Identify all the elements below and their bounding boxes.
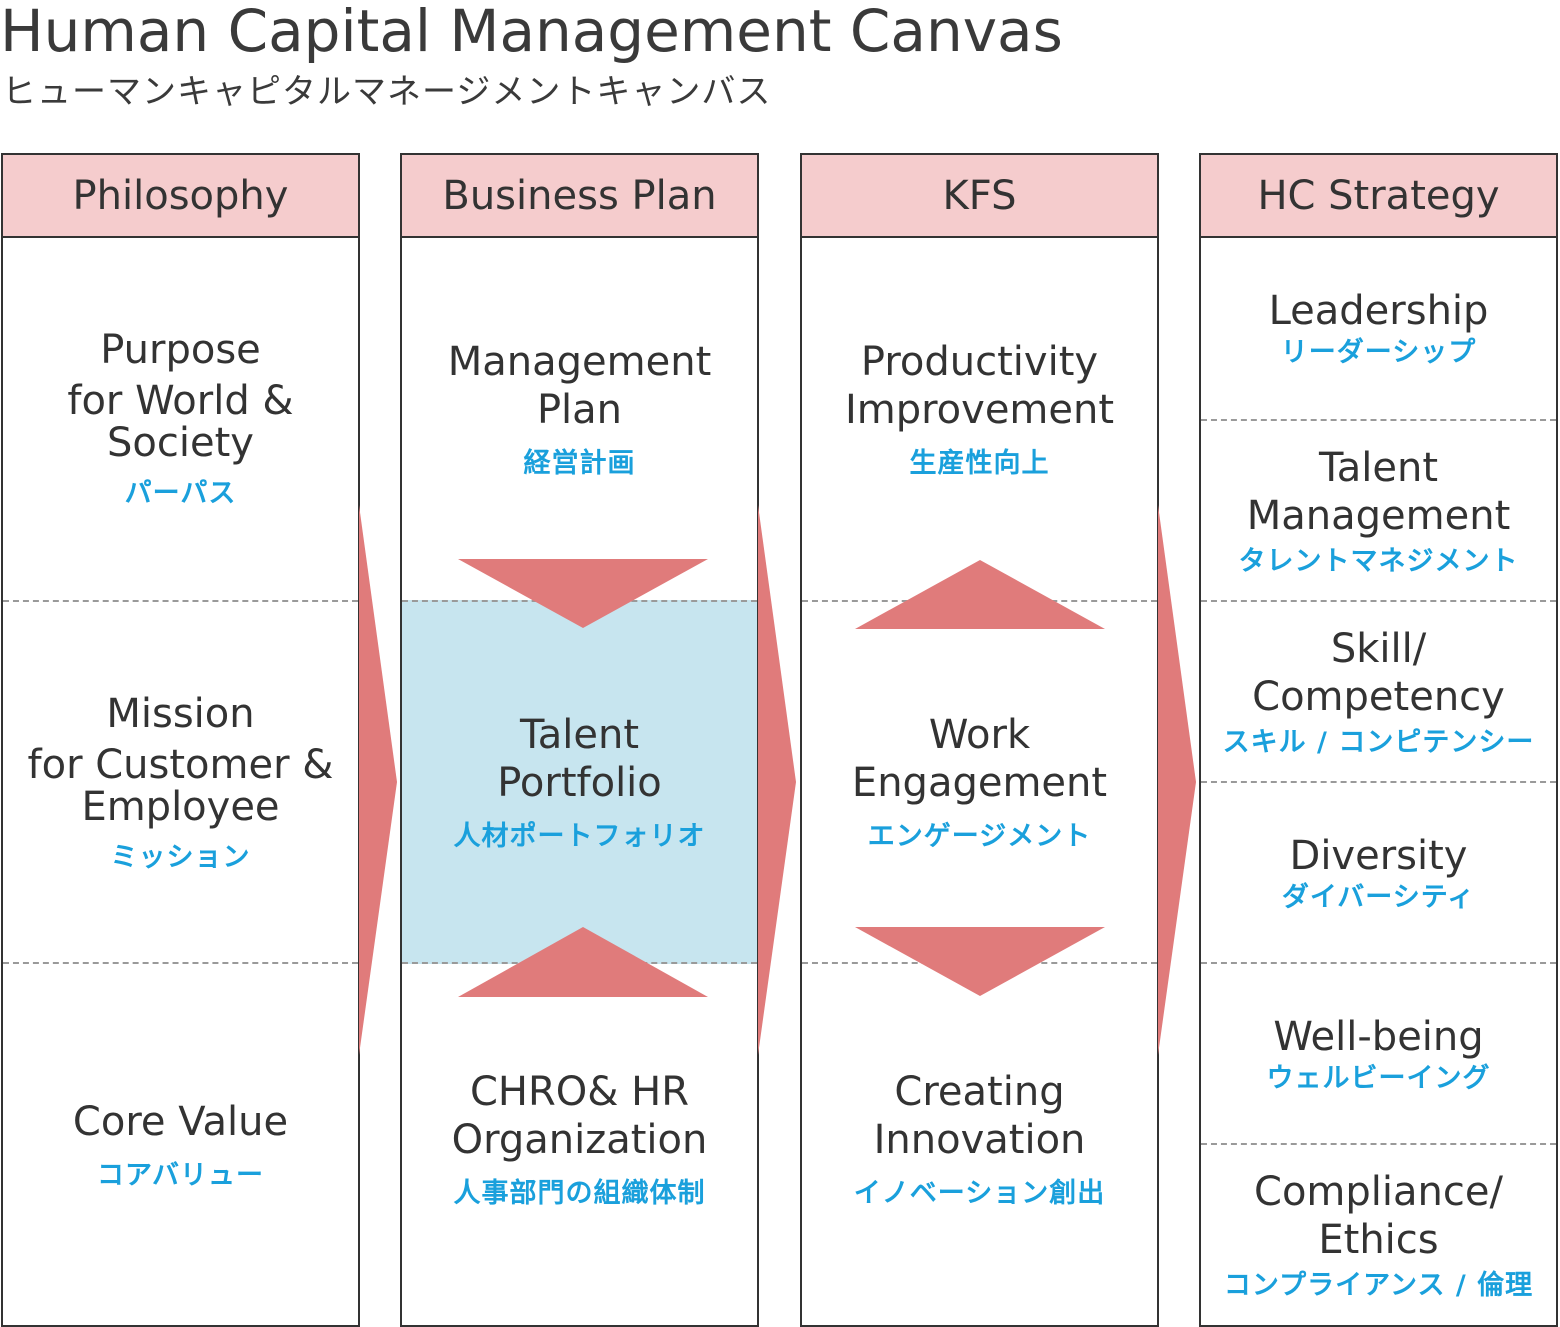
cell-title: Core Value (72, 1098, 289, 1145)
cell-japanese: 生産性向上 (909, 448, 1050, 479)
cell-title: Compliance/ Ethics (1254, 1169, 1503, 1263)
cell-subtitle: for Customer & Employee (27, 742, 334, 830)
cell-japanese: 人材ポートフォリオ (453, 821, 706, 852)
cell-talent-management: Talent Management タレントマネジメント (1201, 419, 1556, 602)
cell-japanese: ダイバーシティ (1281, 881, 1476, 913)
cell-japanese: ミッション (110, 842, 251, 873)
cell-skill-competency: Skill/ Competency スキル / コンピテンシー (1201, 600, 1556, 783)
cell-title: Mission (106, 691, 255, 737)
canvas-subtitle: ヒューマンキャピタルマネージメントキャンバス (2, 72, 772, 112)
column-kfs: KFS Productivity Improvement 生産性向上 Work … (800, 153, 1159, 1327)
cell-core-value: Core Value コアバリュー (3, 962, 358, 1327)
column-business-plan: Business Plan Management Plan 経営計画 Talen… (400, 153, 759, 1327)
cell-management-plan: Management Plan 経営計画 (402, 238, 757, 600)
cell-japanese: リーダーシップ (1280, 336, 1477, 368)
cell-compliance-ethics: Compliance/ Ethics コンプライアンス / 倫理 (1201, 1143, 1556, 1327)
triangle-up-icon (458, 927, 708, 997)
canvas-title: Human Capital Management Canvas (0, 0, 1063, 65)
cell-title: Talent Management (1246, 444, 1511, 539)
arrow-group (359, 505, 1196, 1055)
cell-title: Skill/ Competency (1252, 625, 1505, 720)
cell-title: Management Plan (447, 339, 712, 433)
cell-title: Diversity (1289, 832, 1468, 879)
cell-japanese: 経営計画 (523, 448, 636, 479)
cell-japanese: スキル / コンピテンシー (1222, 726, 1535, 758)
cell-title: Purpose (100, 327, 261, 373)
triangle-down-icon (458, 559, 708, 628)
cell-leadership: Leadership リーダーシップ (1201, 238, 1556, 419)
cell-title: Talent Portfolio (497, 712, 662, 806)
column-hc-strategy: HC Strategy Leadership リーダーシップ Talent Ma… (1199, 153, 1558, 1327)
cell-japanese: イノベーション創出 (853, 1178, 1106, 1209)
cell-chro-hr-organization: CHRO& HR Organization 人事部門の組織体制 (402, 962, 757, 1327)
cell-mission: Mission for Customer & Employee ミッション (3, 600, 358, 964)
column-philosophy: Philosophy Purpose for World & Society パ… (1, 153, 360, 1327)
cell-japanese: パーパス (124, 478, 237, 509)
cell-title: Work Engagement (851, 712, 1108, 806)
arrow-right-icon (359, 505, 397, 1055)
cell-title: Productivity Improvement (844, 339, 1115, 433)
cell-title: Well-being (1273, 1013, 1484, 1060)
column-header-philosophy: Philosophy (3, 155, 358, 238)
cell-japanese: ウェルビーイング (1266, 1062, 1491, 1094)
cell-japanese: 人事部門の組織体制 (453, 1178, 706, 1209)
cell-title: CHRO& HR Organization (451, 1069, 708, 1163)
cell-diversity: Diversity ダイバーシティ (1201, 781, 1556, 964)
cell-subtitle: for World & Society (67, 378, 294, 466)
cell-purpose: Purpose for World & Society パーパス (3, 238, 358, 600)
cell-japanese: エンゲージメント (867, 821, 1092, 852)
cell-japanese: コアバリュー (97, 1159, 264, 1191)
cell-title: Leadership (1268, 287, 1489, 334)
cell-japanese: コンプライアンス / 倫理 (1223, 1270, 1534, 1301)
cell-creating-innovation: Creating Innovation イノベーション創出 (802, 962, 1157, 1327)
arrow-right-icon (758, 505, 796, 1055)
cell-japanese: タレントマネジメント (1238, 545, 1519, 577)
triangle-down-icon (855, 927, 1105, 996)
arrow-right-icon (1158, 505, 1196, 1055)
triangle-up-icon (855, 560, 1105, 629)
cell-title: Creating Innovation (873, 1069, 1086, 1163)
column-header-hc-strategy: HC Strategy (1201, 155, 1556, 238)
column-header-kfs: KFS (802, 155, 1157, 238)
cell-productivity-improvement: Productivity Improvement 生産性向上 (802, 238, 1157, 600)
column-header-business-plan: Business Plan (402, 155, 757, 238)
cell-well-being: Well-being ウェルビーイング (1201, 962, 1556, 1145)
